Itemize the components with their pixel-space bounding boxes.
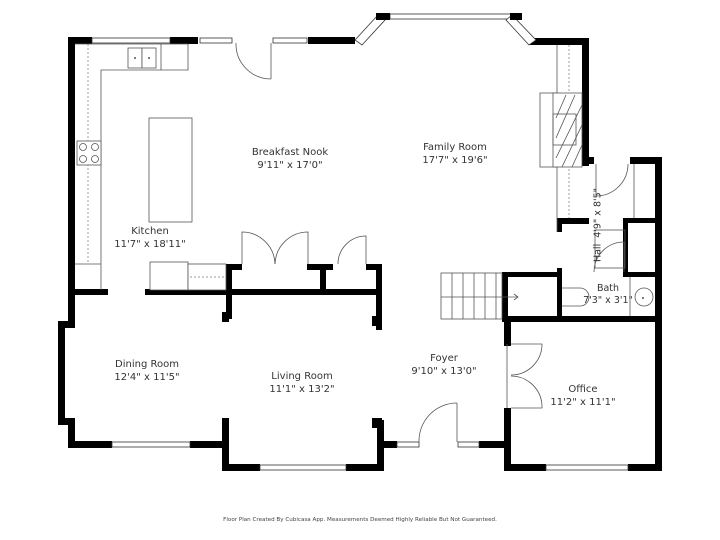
fireplace-icon: [539, 45, 583, 232]
room-dimensions: 7'3" x 3'1": [583, 295, 633, 306]
stairs-icon: [440, 272, 519, 320]
room-label-office: Office 11'2" x 11'1": [550, 383, 615, 409]
room-name: Breakfast Nook: [251, 147, 329, 158]
room-label-breakfast-nook: Breakfast Nook 9'11" x 17'0": [252, 146, 328, 172]
room-dimensions: 12'4" x 11'5": [114, 372, 180, 383]
room-label-family-room: Family Room 17'7" x 19'6": [422, 141, 487, 167]
room-name: Kitchen: [131, 226, 169, 237]
bath-sink-icon: [629, 277, 654, 316]
room-label-kitchen: Kitchen 11'7" x 18'11": [114, 225, 186, 251]
fixtures: [75, 43, 654, 320]
cooktop-icon: [76, 140, 102, 166]
room-name: Office: [568, 384, 598, 395]
room-name: Family Room: [423, 142, 487, 153]
walls: [58, 37, 662, 471]
room-dimensions: 11'2" x 11'1": [550, 397, 616, 408]
toilet-icon: [562, 287, 590, 307]
room-label-dining-room: Dining Room 12'4" x 11'5": [114, 358, 179, 384]
room-dimensions: 9'11" x 17'0": [257, 160, 323, 171]
room-name: Hall: [592, 243, 604, 263]
kitchen-sink-icon: [127, 47, 157, 69]
room-dimensions: 11'7" x 18'11": [114, 239, 186, 250]
room-name: Foyer: [430, 353, 458, 364]
room-name: Bath: [596, 283, 620, 294]
room-name: Dining Room: [115, 359, 179, 370]
room-name: Living Room: [271, 371, 333, 382]
windows: [91, 13, 629, 471]
room-label-hall: Hall 4'9" x 8'5": [593, 185, 604, 265]
room-dimensions: 4'9" x 8'5": [592, 187, 604, 238]
room-dimensions: 17'7" x 19'6": [422, 155, 488, 166]
room-label-living-room: Living Room 11'1" x 13'2": [269, 370, 334, 396]
room-label-bath: Bath 7'3" x 3'1": [583, 283, 633, 307]
footer-disclaimer: Floor Plan Created By Cubicasa App. Meas…: [223, 517, 497, 523]
room-dimensions: 9'10" x 13'0": [411, 366, 477, 377]
room-dimensions: 11'1" x 13'2": [269, 384, 335, 395]
room-label-foyer: Foyer 9'10" x 13'0": [411, 352, 476, 378]
kitchen-island-icon: [148, 117, 193, 223]
